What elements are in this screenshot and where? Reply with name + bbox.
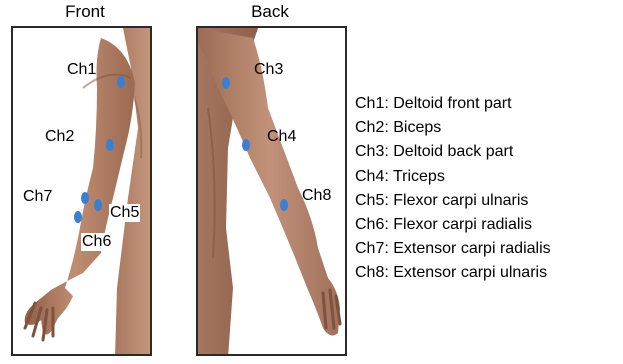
electrode-ch1 bbox=[117, 76, 125, 88]
legend-item: Ch3: Deltoid back part bbox=[355, 140, 551, 164]
front-view-title: Front bbox=[15, 2, 155, 22]
legend-item: Ch6: Flexor carpi radialis bbox=[355, 213, 551, 237]
label-ch1: Ch1 bbox=[67, 61, 96, 79]
legend-item: Ch8: Extensor carpi ulnaris bbox=[355, 261, 551, 285]
label-ch8: Ch8 bbox=[302, 187, 331, 205]
electrode-ch5 bbox=[94, 199, 102, 211]
legend-item: Ch2: Biceps bbox=[355, 116, 551, 140]
front-view-panel: Ch1 Ch2 Ch7 Ch5 Ch6 bbox=[11, 26, 152, 356]
label-ch2: Ch2 bbox=[45, 128, 74, 146]
label-ch5: Ch5 bbox=[109, 204, 140, 222]
back-view-title: Back bbox=[200, 2, 340, 22]
label-ch3: Ch3 bbox=[254, 61, 283, 79]
electrode-ch4 bbox=[242, 139, 250, 151]
electrode-ch8 bbox=[280, 199, 288, 211]
electrode-ch2 bbox=[106, 139, 114, 151]
label-ch4: Ch4 bbox=[267, 128, 296, 146]
channel-legend: Ch1: Deltoid front part Ch2: Biceps Ch3:… bbox=[355, 92, 551, 286]
legend-item: Ch5: Flexor carpi ulnaris bbox=[355, 189, 551, 213]
legend-item: Ch7: Extensor carpi radialis bbox=[355, 237, 551, 261]
label-ch7: Ch7 bbox=[23, 188, 52, 206]
electrode-ch3 bbox=[222, 77, 230, 89]
legend-item: Ch1: Deltoid front part bbox=[355, 92, 551, 116]
label-ch6: Ch6 bbox=[81, 233, 112, 251]
electrode-ch7 bbox=[81, 192, 89, 204]
back-view-panel: Ch3 Ch4 Ch8 bbox=[196, 26, 347, 356]
legend-item: Ch4: Triceps bbox=[355, 165, 551, 189]
electrode-ch6 bbox=[74, 211, 82, 223]
